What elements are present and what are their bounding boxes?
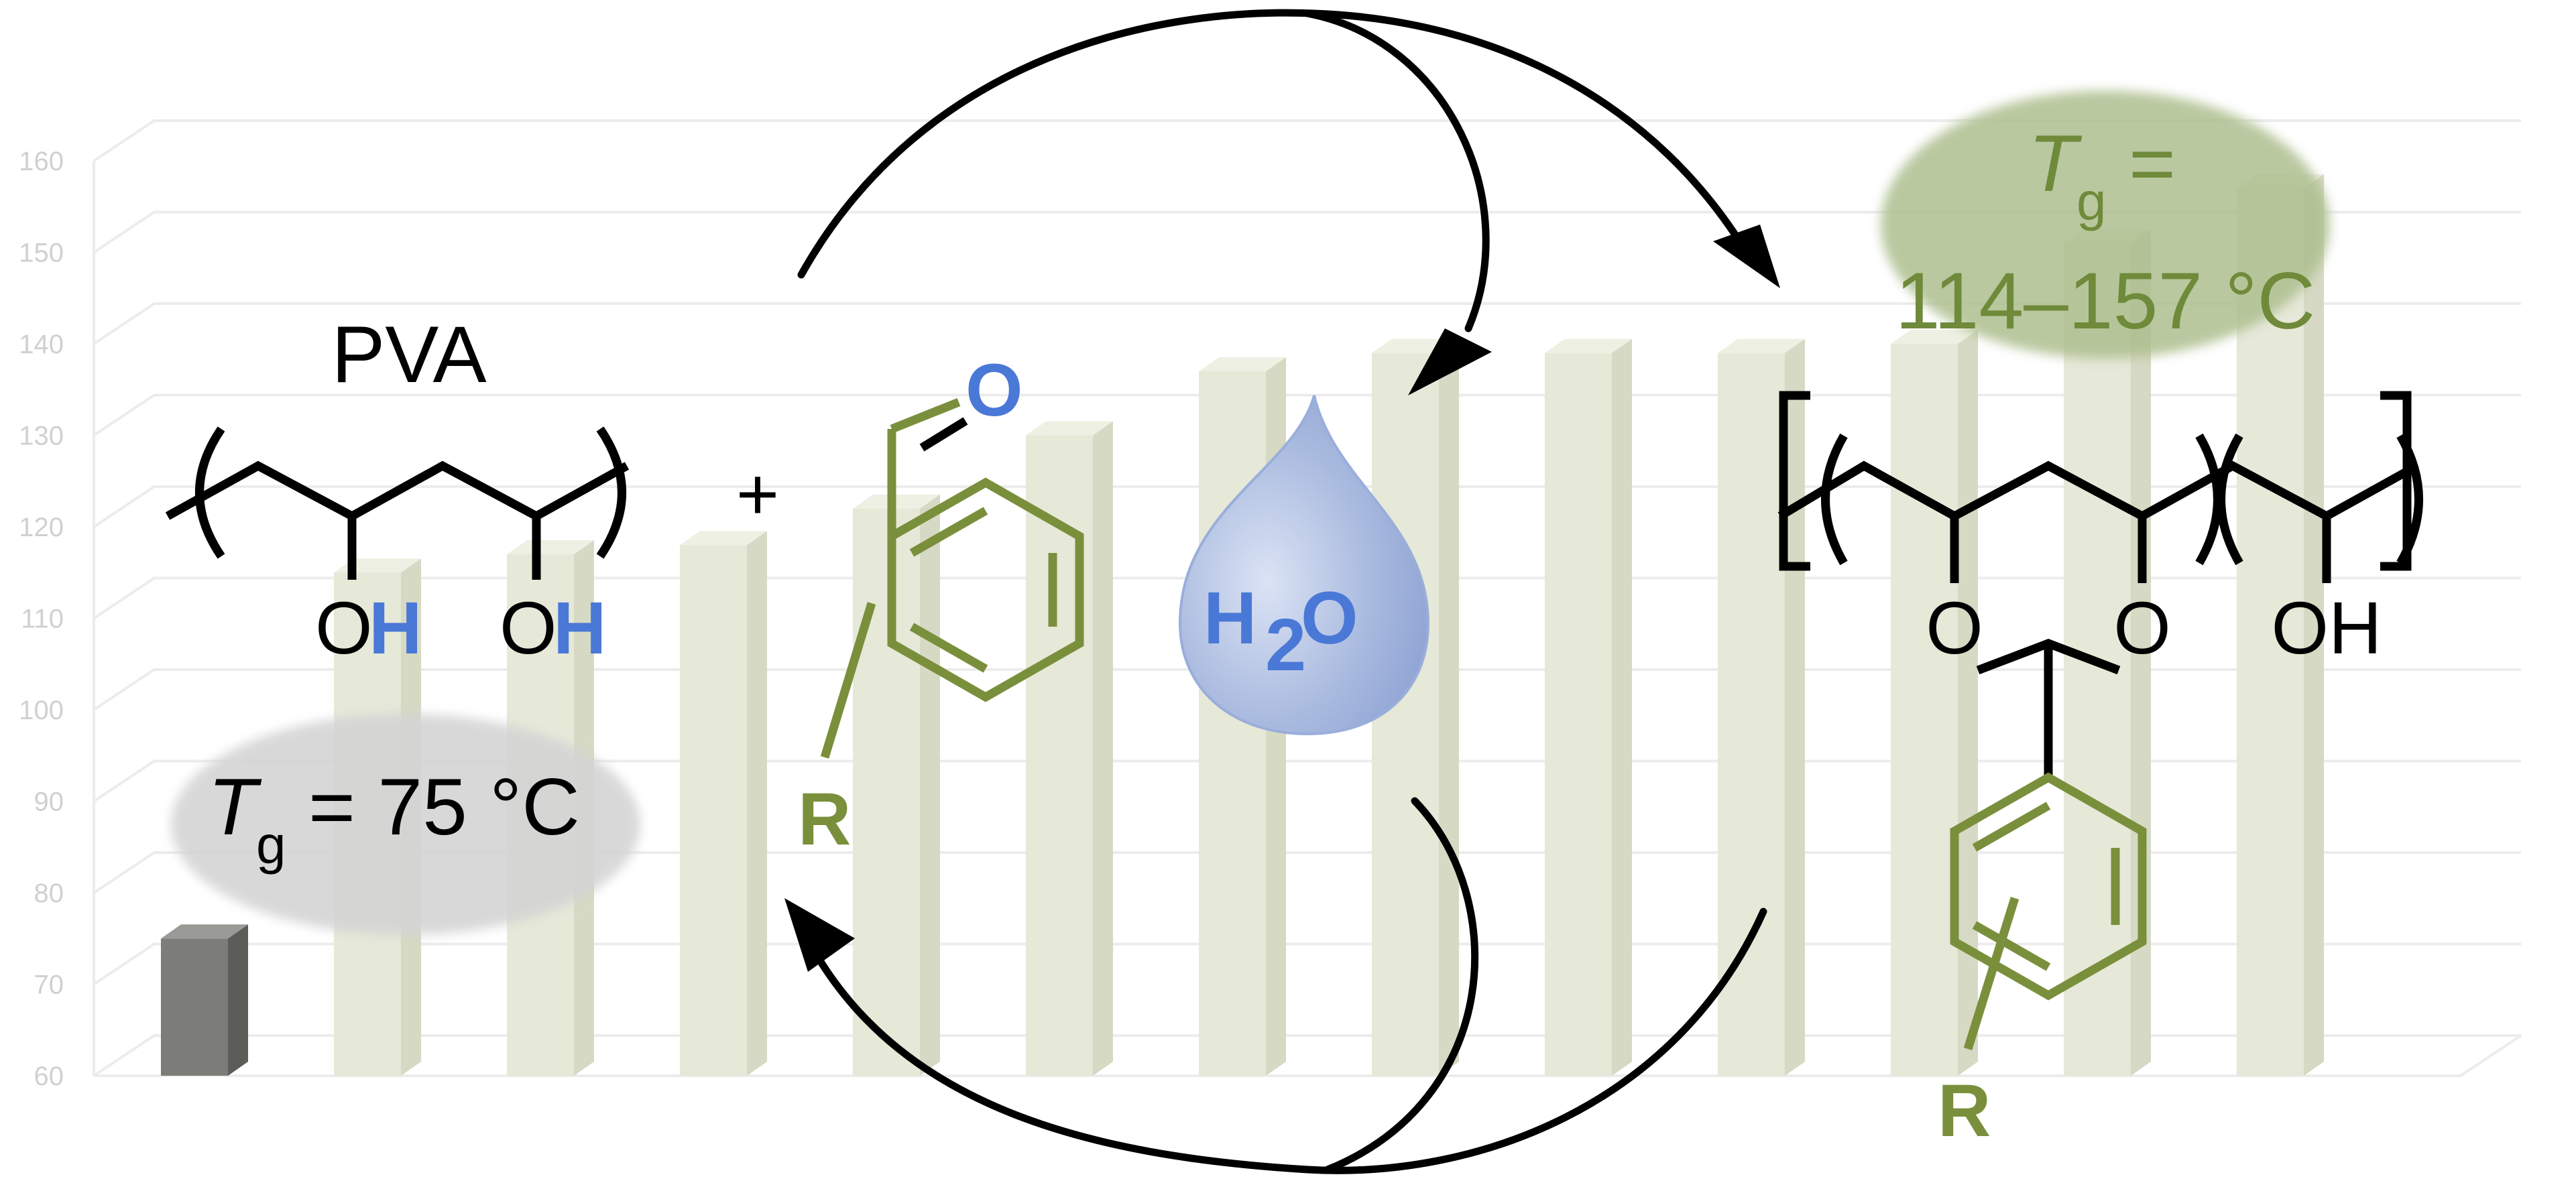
pva-backbone bbox=[165, 460, 630, 521]
product-structure: O O OH R bbox=[1777, 391, 2423, 1152]
water-h: H bbox=[1204, 577, 1256, 660]
product-ring-inner-3 bbox=[1972, 921, 2051, 971]
product-r-label: R bbox=[1938, 1070, 1991, 1152]
product-paren-1 bbox=[1821, 433, 1848, 566]
grid-line bbox=[93, 210, 2521, 254]
pva-structure: PVA O H O H bbox=[165, 310, 630, 670]
forward-arrow bbox=[797, 9, 1754, 279]
product-paren-2 bbox=[2195, 433, 2222, 566]
y-tick-label: 100 bbox=[19, 696, 64, 725]
product-tg-range: 114–157 °C bbox=[1895, 256, 2315, 346]
reverse-arrow bbox=[811, 908, 1767, 1174]
aldehyde-ring-inner-1 bbox=[909, 507, 988, 557]
water-release-arrow bbox=[1303, 9, 1490, 332]
pva-oh1-o: O bbox=[315, 587, 373, 670]
pva-tg-sub: g bbox=[256, 815, 286, 875]
water-release-arrowhead bbox=[1408, 328, 1492, 395]
y-tick-label: 60 bbox=[34, 1062, 64, 1091]
product-paren-3 bbox=[2217, 433, 2243, 566]
forward-arrowhead bbox=[1713, 225, 1780, 288]
y-axis-ticks: 60 70 80 90 100 110 120 130 140 150 160 bbox=[19, 147, 64, 1091]
aldehyde-co-double bbox=[919, 417, 968, 452]
grid-line bbox=[93, 302, 2521, 345]
y-tick-label: 110 bbox=[21, 605, 64, 634]
aldehyde-o-label: O bbox=[965, 349, 1023, 432]
product-paren-4 bbox=[2396, 433, 2423, 566]
water-sub: 2 bbox=[1265, 604, 1306, 686]
y-tick-label: 90 bbox=[34, 788, 64, 817]
pva-paren-right bbox=[596, 426, 626, 559]
pva-oh1-h: H bbox=[369, 587, 422, 670]
chart-bar bbox=[1891, 330, 1978, 1076]
pva-oh2-h: H bbox=[553, 587, 606, 670]
product-tg-ellipse bbox=[1881, 90, 2330, 359]
product-bracket-right bbox=[2380, 391, 2412, 571]
pva-oh2-o: O bbox=[500, 587, 557, 670]
product-tg-symbol: T bbox=[2028, 119, 2083, 208]
product-tg-label: T g = 114–157 °C bbox=[1895, 119, 2315, 346]
pva-tg-value: = 75 °C bbox=[308, 762, 580, 852]
reverse-arrowhead bbox=[784, 898, 855, 972]
aldehyde-co-bond bbox=[890, 397, 961, 434]
chart-bar bbox=[161, 924, 248, 1076]
y-tick-label: 160 bbox=[19, 147, 64, 176]
product-bracket-left bbox=[1779, 391, 1810, 571]
aldehyde-ring bbox=[887, 477, 1084, 702]
aldehyde-r-bond bbox=[820, 602, 876, 759]
chart-bar bbox=[1545, 338, 1632, 1076]
aldehyde-structure: O R bbox=[798, 349, 1084, 861]
product-oh: OH bbox=[2272, 587, 2382, 670]
product-o2: O bbox=[2113, 587, 2171, 670]
y-tick-label: 70 bbox=[34, 971, 64, 1000]
product-aryl-ring bbox=[1950, 772, 2147, 1001]
product-r-bond bbox=[1963, 897, 2019, 1050]
y-tick-label: 140 bbox=[19, 330, 64, 359]
product-o1: O bbox=[1926, 587, 1983, 670]
grid-line bbox=[93, 942, 2521, 986]
grid-line bbox=[93, 119, 2521, 162]
water-o: O bbox=[1301, 577, 1358, 660]
y-tick-label: 80 bbox=[34, 879, 64, 908]
chart-floor bbox=[94, 1034, 2522, 1077]
chart-bar bbox=[1026, 421, 1113, 1076]
pva-tg-symbol: T bbox=[208, 762, 262, 852]
product-tg-eq: = bbox=[2129, 119, 2176, 208]
y-tick-label: 130 bbox=[19, 422, 64, 451]
chart-bar bbox=[2237, 174, 2324, 1076]
pva-tg-ellipse bbox=[171, 714, 640, 935]
chart-bar bbox=[680, 531, 767, 1076]
pva-paren-left bbox=[195, 426, 225, 559]
pva-tg-label: T g = 75 °C bbox=[208, 762, 580, 875]
aldehyde-r-label: R bbox=[798, 778, 851, 861]
chart-bar bbox=[1718, 338, 1805, 1076]
aldehyde-ring-inner-3 bbox=[909, 623, 988, 673]
plus-sign: + bbox=[736, 453, 779, 536]
water-uptake-arrow bbox=[1324, 797, 1478, 1174]
cycle-arrows bbox=[784, 9, 1780, 1174]
y-tick-label: 120 bbox=[19, 513, 64, 542]
pva-name: PVA bbox=[331, 310, 486, 399]
grid-line bbox=[93, 1034, 2521, 1077]
water-drop: H 2 O bbox=[1178, 395, 1430, 736]
y-tick-label: 150 bbox=[19, 239, 64, 268]
product-ring-inner-1 bbox=[1972, 802, 2051, 852]
product-tg-sub: g bbox=[2076, 172, 2107, 231]
water-drop-shape bbox=[1178, 395, 1430, 736]
chart-bar bbox=[853, 494, 940, 1076]
product-backbone bbox=[1777, 460, 2420, 521]
